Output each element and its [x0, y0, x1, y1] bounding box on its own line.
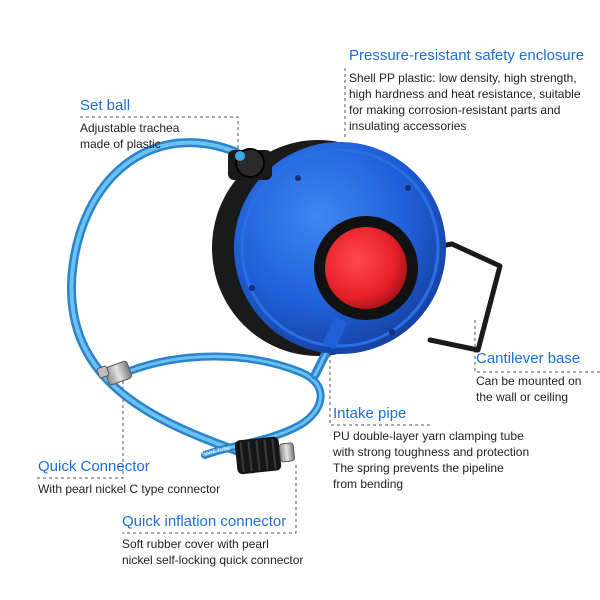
callout-line: Soft rubber cover with pearl — [122, 537, 269, 551]
callout-line: for making corrosion-resistant parts and — [349, 103, 561, 117]
callout-title: Cantilever base — [476, 350, 581, 367]
callout-description: With pearl nickel C type connector — [38, 481, 220, 497]
set-ball — [228, 148, 272, 180]
reel-bolts — [249, 175, 411, 335]
quick-inflation-connector — [234, 436, 295, 475]
leader-lines — [36, 68, 600, 534]
callout-title: Quick Connector — [38, 458, 150, 475]
callout-quick-inflation: Quick inflation connector Soft rubber co… — [122, 513, 303, 568]
callout-description: Adjustable trachea made of plastic — [80, 120, 179, 152]
leader-set-ball — [80, 116, 239, 150]
callout-line: from bending — [333, 477, 404, 491]
callout-line: with strong toughness and protection — [333, 445, 530, 459]
callout-line: the wall or ceiling — [476, 390, 569, 404]
callout-line: The spring prevents the pipeline — [333, 461, 504, 475]
quick-connector — [96, 360, 133, 386]
callout-quick-connector: Quick Connector With pearl nickel C type… — [38, 458, 220, 497]
callout-intake: Intake pipe PU double-layer yarn clampin… — [333, 405, 529, 492]
callout-title: Quick inflation connector — [122, 513, 287, 530]
callout-title: Pressure-resistant safety enclosure — [349, 47, 585, 64]
callout-line: made of plastic — [80, 137, 161, 151]
callout-line: PU double-layer yarn clamping tube — [333, 429, 524, 443]
callout-line: Shell PP plastic: low density, high stre… — [349, 71, 577, 85]
callout-cantilever: Cantilever base Can be mounted on the wa… — [476, 350, 581, 405]
leader-quick-inflation — [122, 465, 297, 534]
callout-line: Can be mounted on — [476, 374, 582, 388]
callout-description: PU double-layer yarn clamping tube with … — [333, 428, 529, 492]
leader-quick-connector — [36, 375, 124, 479]
reel-hub — [325, 227, 407, 309]
callout-description: Shell PP plastic: low density, high stre… — [349, 70, 584, 134]
callout-title: Set ball — [80, 97, 131, 114]
callout-line: high hardness and heat resistance, suita… — [349, 87, 581, 101]
callout-line: nickel self-locking quick connector — [122, 553, 304, 567]
callout-title: Intake pipe — [333, 405, 407, 422]
callout-line: With pearl nickel C type connector — [38, 482, 221, 496]
callout-line: insulating accessories — [349, 119, 467, 133]
reel-rim — [240, 148, 440, 348]
callout-set-ball: Set ball Adjustable trachea made of plas… — [80, 97, 179, 152]
callout-description: Can be mounted on the wall or ceiling — [476, 373, 581, 405]
leader-intake — [329, 330, 430, 426]
callout-line: Adjustable trachea — [80, 121, 180, 135]
callout-description: Soft rubber cover with pearl nickel self… — [122, 536, 303, 568]
callout-enclosure: Pressure-resistant safety enclosure Shel… — [349, 47, 584, 134]
intake-pipe-sleeve — [323, 317, 347, 349]
